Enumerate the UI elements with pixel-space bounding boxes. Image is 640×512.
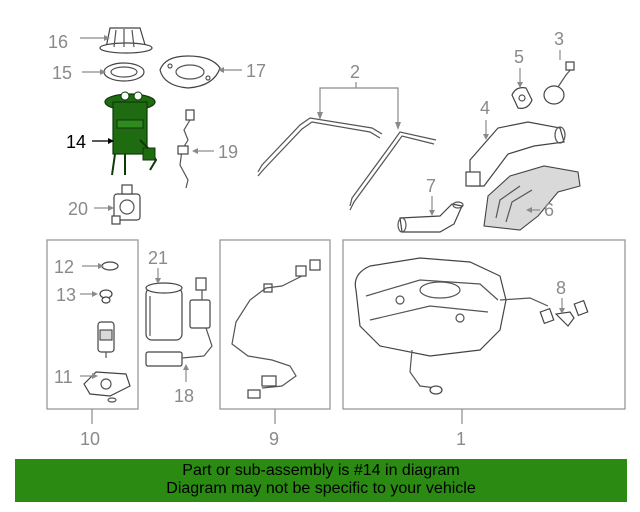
arrow-20	[108, 205, 114, 211]
part-8-connector	[539, 299, 589, 327]
callout-21: 21	[148, 248, 168, 268]
part-19-sensor-harness	[177, 109, 195, 189]
part-11-filter	[83, 371, 131, 403]
part-2-tank-straps	[257, 117, 437, 211]
part-20-valve	[111, 184, 141, 225]
arrow-21	[155, 278, 161, 284]
arrow-13	[92, 291, 98, 297]
part-4-filler-neck	[465, 121, 566, 187]
part-17-plate	[159, 55, 221, 89]
callout-10: 10	[80, 429, 100, 449]
arrow-4	[483, 134, 489, 140]
callout-1: 1	[456, 429, 466, 449]
info-banner: Part or sub-assembly is #14 in diagram D…	[15, 459, 627, 502]
part-fuel-pump	[97, 321, 115, 358]
leader-2	[319, 87, 399, 128]
arrow-5	[517, 82, 523, 88]
callout-19: 19	[218, 142, 238, 162]
callout-15: 15	[52, 63, 72, 83]
callout-11: 11	[54, 367, 73, 387]
arrow-19	[192, 148, 198, 154]
callout-2: 2	[350, 62, 360, 82]
callout-4: 4	[480, 98, 490, 118]
arrow-16	[104, 35, 110, 41]
arrow-8	[559, 308, 565, 314]
callout-3: 3	[554, 29, 564, 49]
part-3-fuel-cap	[543, 61, 575, 105]
arrow-6	[526, 207, 532, 213]
arrow-11	[92, 373, 98, 379]
arrow-12	[98, 263, 104, 269]
callout-18: 18	[174, 386, 194, 406]
part-21-canister	[145, 282, 183, 341]
arrow-2a	[317, 112, 323, 120]
callout-14: 14	[66, 132, 86, 152]
arrow-18	[183, 364, 189, 370]
part-16-cap	[99, 27, 153, 54]
part-9-wire-harness	[231, 259, 321, 399]
callout-8: 8	[556, 278, 566, 298]
part-14-fuel-pump-module	[104, 91, 158, 176]
callout-12: 12	[54, 257, 74, 277]
part-18-sender-harness	[145, 277, 213, 367]
arrow-14	[108, 138, 114, 144]
callout-13: 13	[56, 285, 76, 305]
arrow-15	[100, 69, 106, 75]
arrow-17	[218, 67, 224, 73]
group-box-1	[342, 239, 626, 410]
part-12-o-ring	[101, 261, 119, 271]
callout-20: 20	[68, 199, 88, 219]
banner-line-2: Diagram may not be specific to your vehi…	[166, 480, 476, 497]
callout-16: 16	[48, 32, 68, 52]
part-15-ring	[103, 62, 145, 82]
arrow-7	[429, 210, 435, 216]
callout-7: 7	[426, 176, 436, 196]
callout-9: 9	[269, 429, 279, 449]
callout-6: 6	[544, 200, 554, 220]
part-7-hose	[397, 201, 464, 233]
part-1-fuel-tank	[354, 257, 549, 395]
banner-line-1: Part or sub-assembly is #14 in diagram	[182, 462, 460, 479]
callout-17: 17	[246, 61, 266, 81]
part-6-heat-shield	[483, 165, 581, 231]
part-5-filler-lid	[511, 87, 533, 109]
part-13-seal	[99, 289, 113, 304]
arrow-2b	[395, 122, 401, 130]
callout-5: 5	[514, 47, 524, 67]
